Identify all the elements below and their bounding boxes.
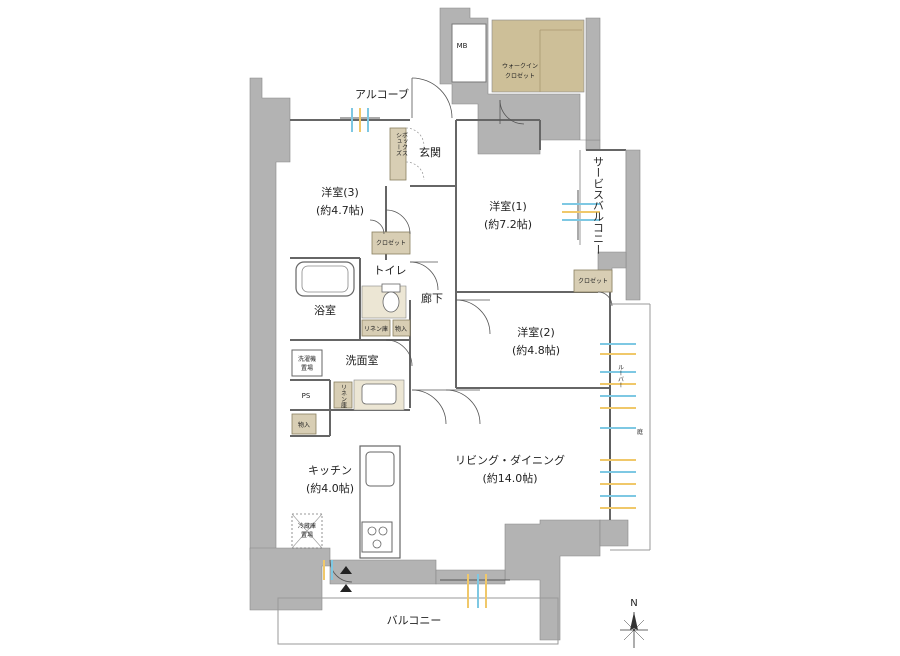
western3-label: 洋室(3) bbox=[321, 185, 359, 199]
balcony-marker bbox=[340, 584, 352, 592]
bathroom-label: 浴室 bbox=[314, 303, 336, 317]
balcony-outlines bbox=[277, 150, 651, 645]
entrance-marker bbox=[340, 566, 352, 574]
washer-space-label-1: 洗濯機 bbox=[298, 355, 316, 363]
walk-in-closet-area bbox=[491, 19, 585, 93]
closet-label-western2: クロゼット bbox=[578, 277, 608, 285]
toilet-fixture bbox=[361, 283, 407, 319]
louver-label: ルーバー bbox=[617, 364, 624, 388]
door-swings bbox=[329, 77, 613, 583]
bathtub bbox=[295, 261, 355, 297]
storage-label-2: 物入 bbox=[298, 421, 310, 429]
washer-space-label-2: 置場 bbox=[301, 364, 313, 372]
kitchen-label: キッチン bbox=[308, 464, 352, 477]
garden-label: 庭 bbox=[637, 428, 643, 436]
shoes-box-label-2: ボックス bbox=[401, 132, 408, 156]
mb-box bbox=[451, 23, 487, 83]
compass-icon: N bbox=[620, 598, 648, 648]
kitchen-counter bbox=[359, 445, 401, 559]
closet-label-western3: クロゼット bbox=[376, 239, 406, 247]
western2-label: 洋室(2) bbox=[517, 325, 555, 339]
living-dining-size: (約14.0帖) bbox=[482, 471, 537, 485]
walk-in-closet-label-2: クロゼット bbox=[505, 72, 535, 80]
corridor-label: 廊下 bbox=[421, 291, 443, 305]
structural-walls bbox=[249, 7, 641, 641]
kitchen-size: (約4.0帖) bbox=[306, 481, 354, 495]
living-dining-label: リビング・ダイニング bbox=[455, 453, 565, 467]
wash-basin bbox=[353, 379, 405, 411]
western1-size: (約7.2帖) bbox=[484, 217, 532, 231]
fridge-label-1: 冷蔵庫 bbox=[298, 522, 316, 530]
mb-label: MB bbox=[457, 42, 468, 50]
entrance-label: 玄関 bbox=[419, 145, 441, 159]
balcony-label: バルコニー bbox=[387, 614, 442, 627]
linen-label-2: リネン庫 bbox=[340, 384, 347, 409]
walk-in-closet-label-1: ウォークイン bbox=[502, 62, 538, 70]
storage-label-1: 物入 bbox=[395, 325, 407, 333]
ps-label: PS bbox=[302, 392, 311, 400]
shoes-box-label: シューズ bbox=[395, 132, 402, 156]
linen-label-1: リネン庫 bbox=[364, 325, 388, 333]
western3-size: (約4.7帖) bbox=[316, 203, 364, 217]
alcove-label: アルコーブ bbox=[355, 87, 409, 101]
shoebox-door-swings bbox=[405, 127, 425, 181]
fridge-label-2: 置場 bbox=[301, 531, 313, 539]
fridge-space bbox=[291, 513, 323, 549]
western1-label: 洋室(1) bbox=[489, 199, 527, 213]
western2-size: (約4.8帖) bbox=[512, 343, 560, 357]
ventilation-arrows bbox=[323, 108, 636, 608]
washroom-label: 洗面室 bbox=[346, 353, 379, 367]
toilet-label: トイレ bbox=[374, 264, 407, 277]
washer-space bbox=[291, 349, 323, 377]
service-balcony-label: サービスバルコニー bbox=[592, 156, 605, 255]
compass-north-label: N bbox=[630, 598, 637, 609]
